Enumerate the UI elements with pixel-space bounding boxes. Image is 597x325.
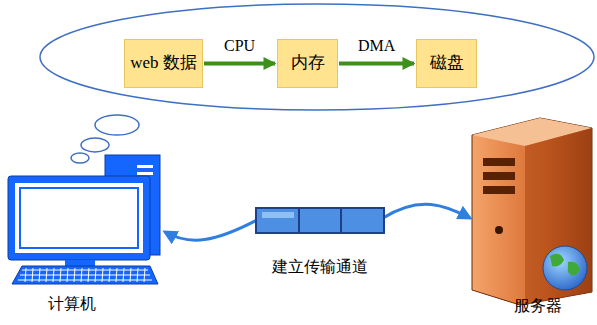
arrow-label: CPU [222, 37, 257, 55]
transfer-channel [165, 204, 470, 240]
bubble-dot [95, 115, 139, 135]
caption-label: 计算机 [48, 294, 96, 315]
caption-label: 建立传输通道 [272, 257, 368, 278]
caption-label: 服务器 [514, 296, 562, 317]
server-icon [472, 118, 592, 305]
memory-box: 磁盘 [416, 39, 477, 88]
box-text: 磁盘 [430, 53, 464, 73]
flow-arrow [204, 62, 275, 66]
bubble-dot [71, 153, 89, 163]
thought-bubble [40, 4, 594, 110]
memory-box: web 数据 [124, 39, 203, 88]
box-text: 内存 [291, 53, 325, 73]
arrow-label: DMA [356, 37, 397, 55]
computer-icon [8, 155, 160, 284]
box-text: web 数据 [130, 53, 197, 73]
flow-arrow [339, 62, 414, 66]
memory-box: 内存 [277, 39, 338, 88]
bubble-dot [81, 138, 109, 152]
